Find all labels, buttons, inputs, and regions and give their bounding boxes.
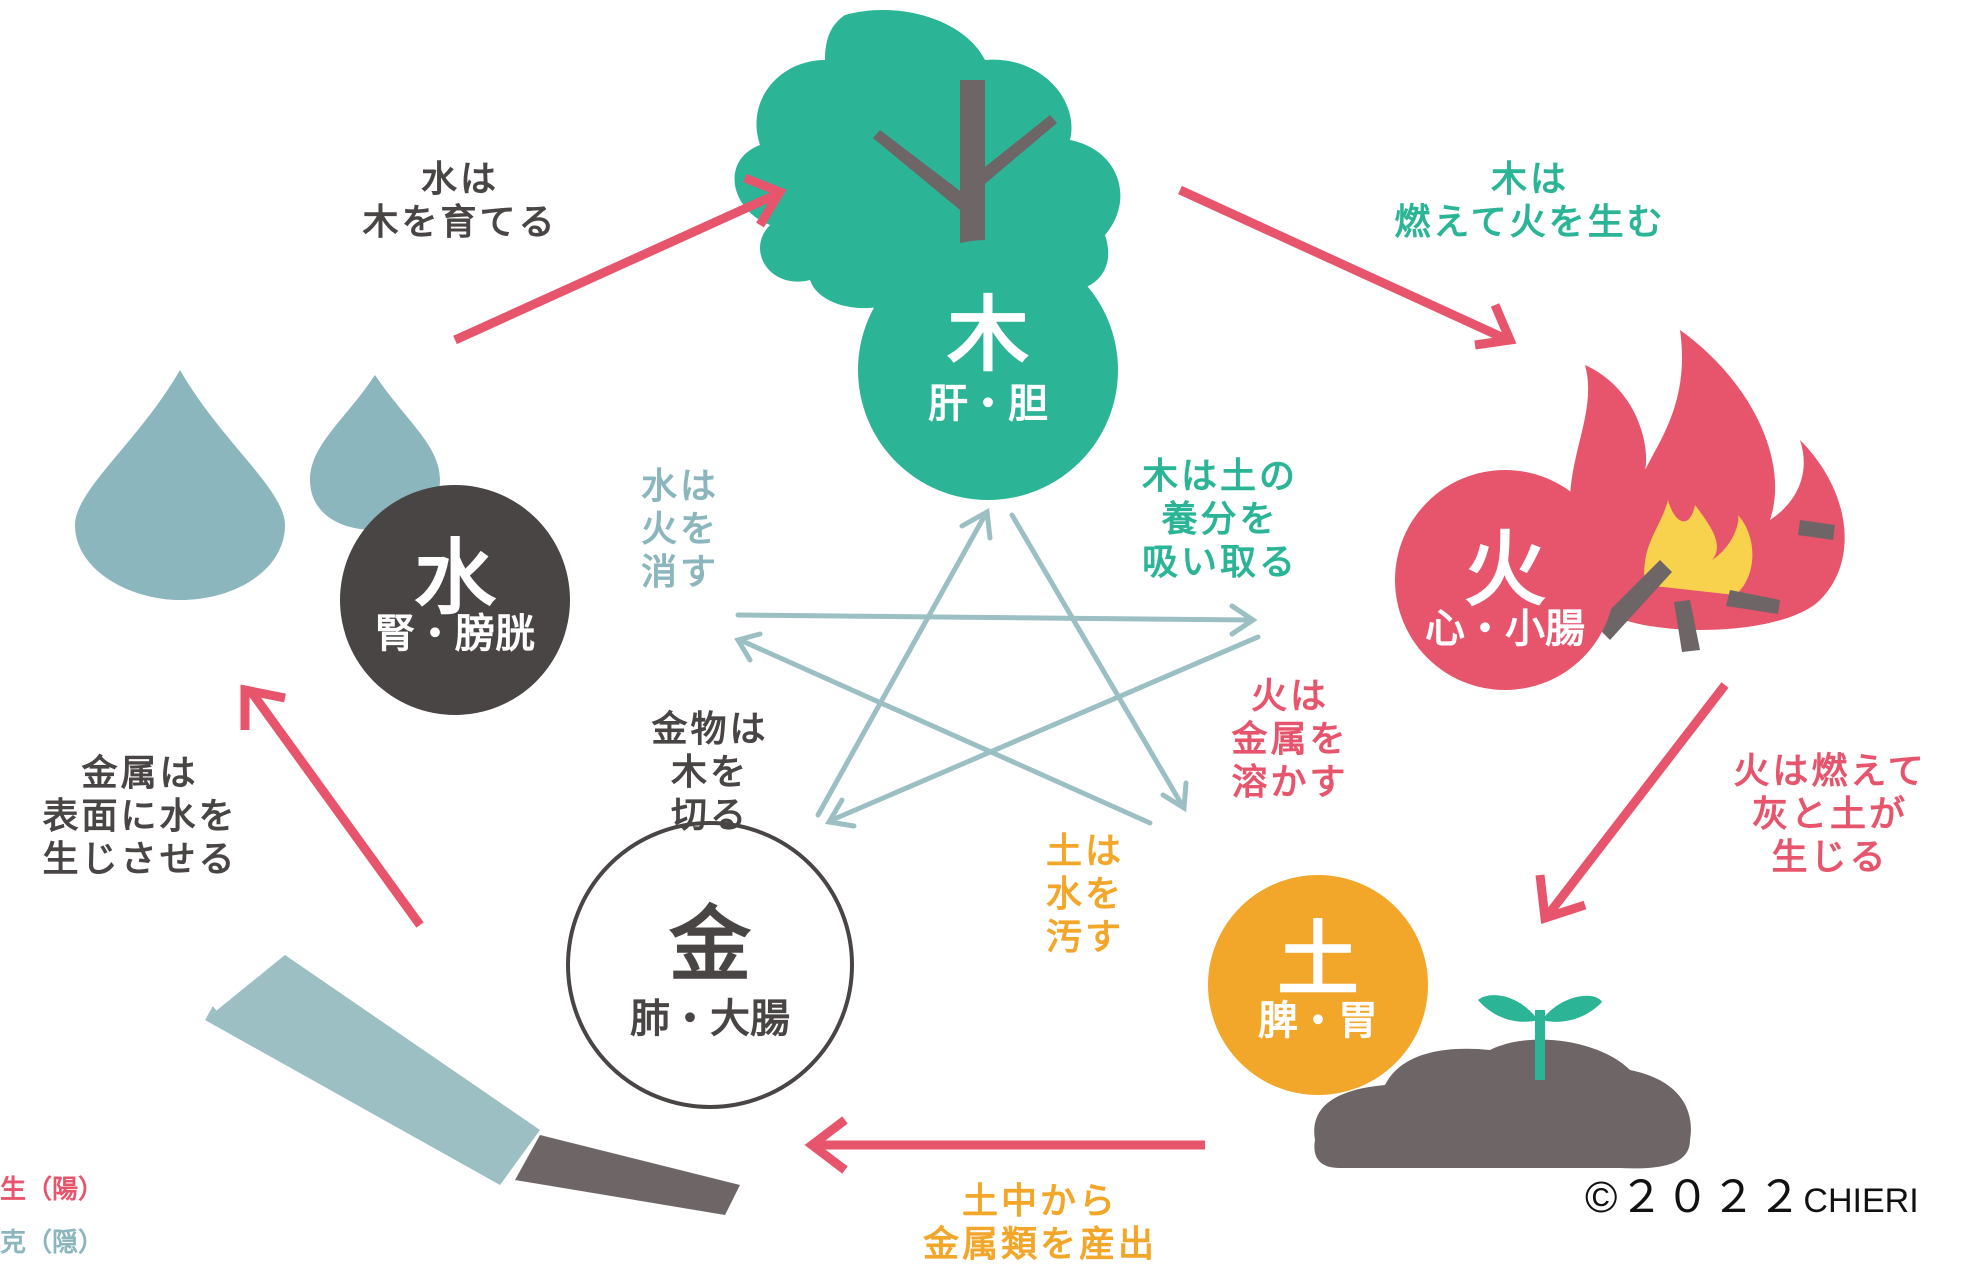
copyright: ©２０２２CHIERI xyxy=(1585,1172,1919,1225)
caption-earth-over-water: 土は水を汚す xyxy=(1045,831,1124,959)
arrow-wood-over-earth xyxy=(1009,512,1185,808)
caption-earth-to-metal: 土中から金属類を産出 xyxy=(922,1181,1157,1266)
legend-sheng: 相生（陽） xyxy=(0,1175,105,1205)
metal-element-char: 金 xyxy=(668,898,751,993)
controlling-arrows xyxy=(734,507,1261,829)
earth-organs: 脾・胃 xyxy=(1258,998,1378,1044)
generating-arrows xyxy=(240,173,1729,1174)
wood-element-char: 木 xyxy=(946,288,1029,383)
wood-organs: 肝・胆 xyxy=(928,381,1048,427)
arrow-metal-to-water xyxy=(246,687,424,928)
copyright-year: ２０２２ xyxy=(1619,1173,1804,1222)
earth-circle xyxy=(1208,875,1428,1095)
caption-metal-over-wood: 金物は木を切る xyxy=(651,709,769,837)
arrow-water-over-fire xyxy=(735,612,1255,623)
copyright-symbol: © xyxy=(1585,1173,1620,1222)
metal-circle xyxy=(566,821,854,1109)
caption-wood-to-fire: 木は燃えて火を生む xyxy=(1394,159,1666,244)
arrow-earth-over-water xyxy=(737,637,1153,826)
saw-icon xyxy=(205,955,740,1215)
arrow-fire-to-earth xyxy=(1544,682,1729,918)
water-element-char: 水 xyxy=(413,531,496,626)
caption-fire-over-metal: 火は金属を溶かす xyxy=(1231,676,1349,804)
caption-wood-over-earth: 木は土の養分を吸い取る xyxy=(1141,456,1298,584)
caption-fire-to-earth: 火は燃えて灰と土が生じる xyxy=(1733,751,1927,879)
arrow-wood-to-fire xyxy=(1178,185,1510,345)
tree-icon xyxy=(734,10,1121,320)
legend-ke: 相克（隠） xyxy=(0,1228,105,1258)
arrow-metal-over-wood xyxy=(815,512,988,818)
wood-circle xyxy=(858,240,1118,500)
caption-water-over-fire: 水は火を消す xyxy=(640,466,719,594)
earth-element-char: 土 xyxy=(1276,913,1359,1008)
fire-circle xyxy=(1395,470,1615,690)
fire-element-char: 火 xyxy=(1463,523,1546,618)
caption-water-to-wood: 水は木を育てる xyxy=(362,159,558,244)
metal-organs: 肺・大腸 xyxy=(630,996,790,1042)
arrow-water-to-wood xyxy=(453,190,777,345)
copyright-author: CHIERI xyxy=(1803,1182,1919,1220)
arrow-fire-over-metal xyxy=(829,634,1261,823)
water-drops-icon xyxy=(75,370,440,600)
water-circle xyxy=(340,485,570,715)
water-organs: 腎・膀胱 xyxy=(375,611,535,657)
fire-organs: 心・小腸 xyxy=(1425,606,1585,652)
caption-metal-to-water: 金属は表面に水を生じさせる xyxy=(42,753,238,881)
fire-icon xyxy=(1569,330,1845,652)
sprout-soil-icon xyxy=(1314,995,1691,1169)
